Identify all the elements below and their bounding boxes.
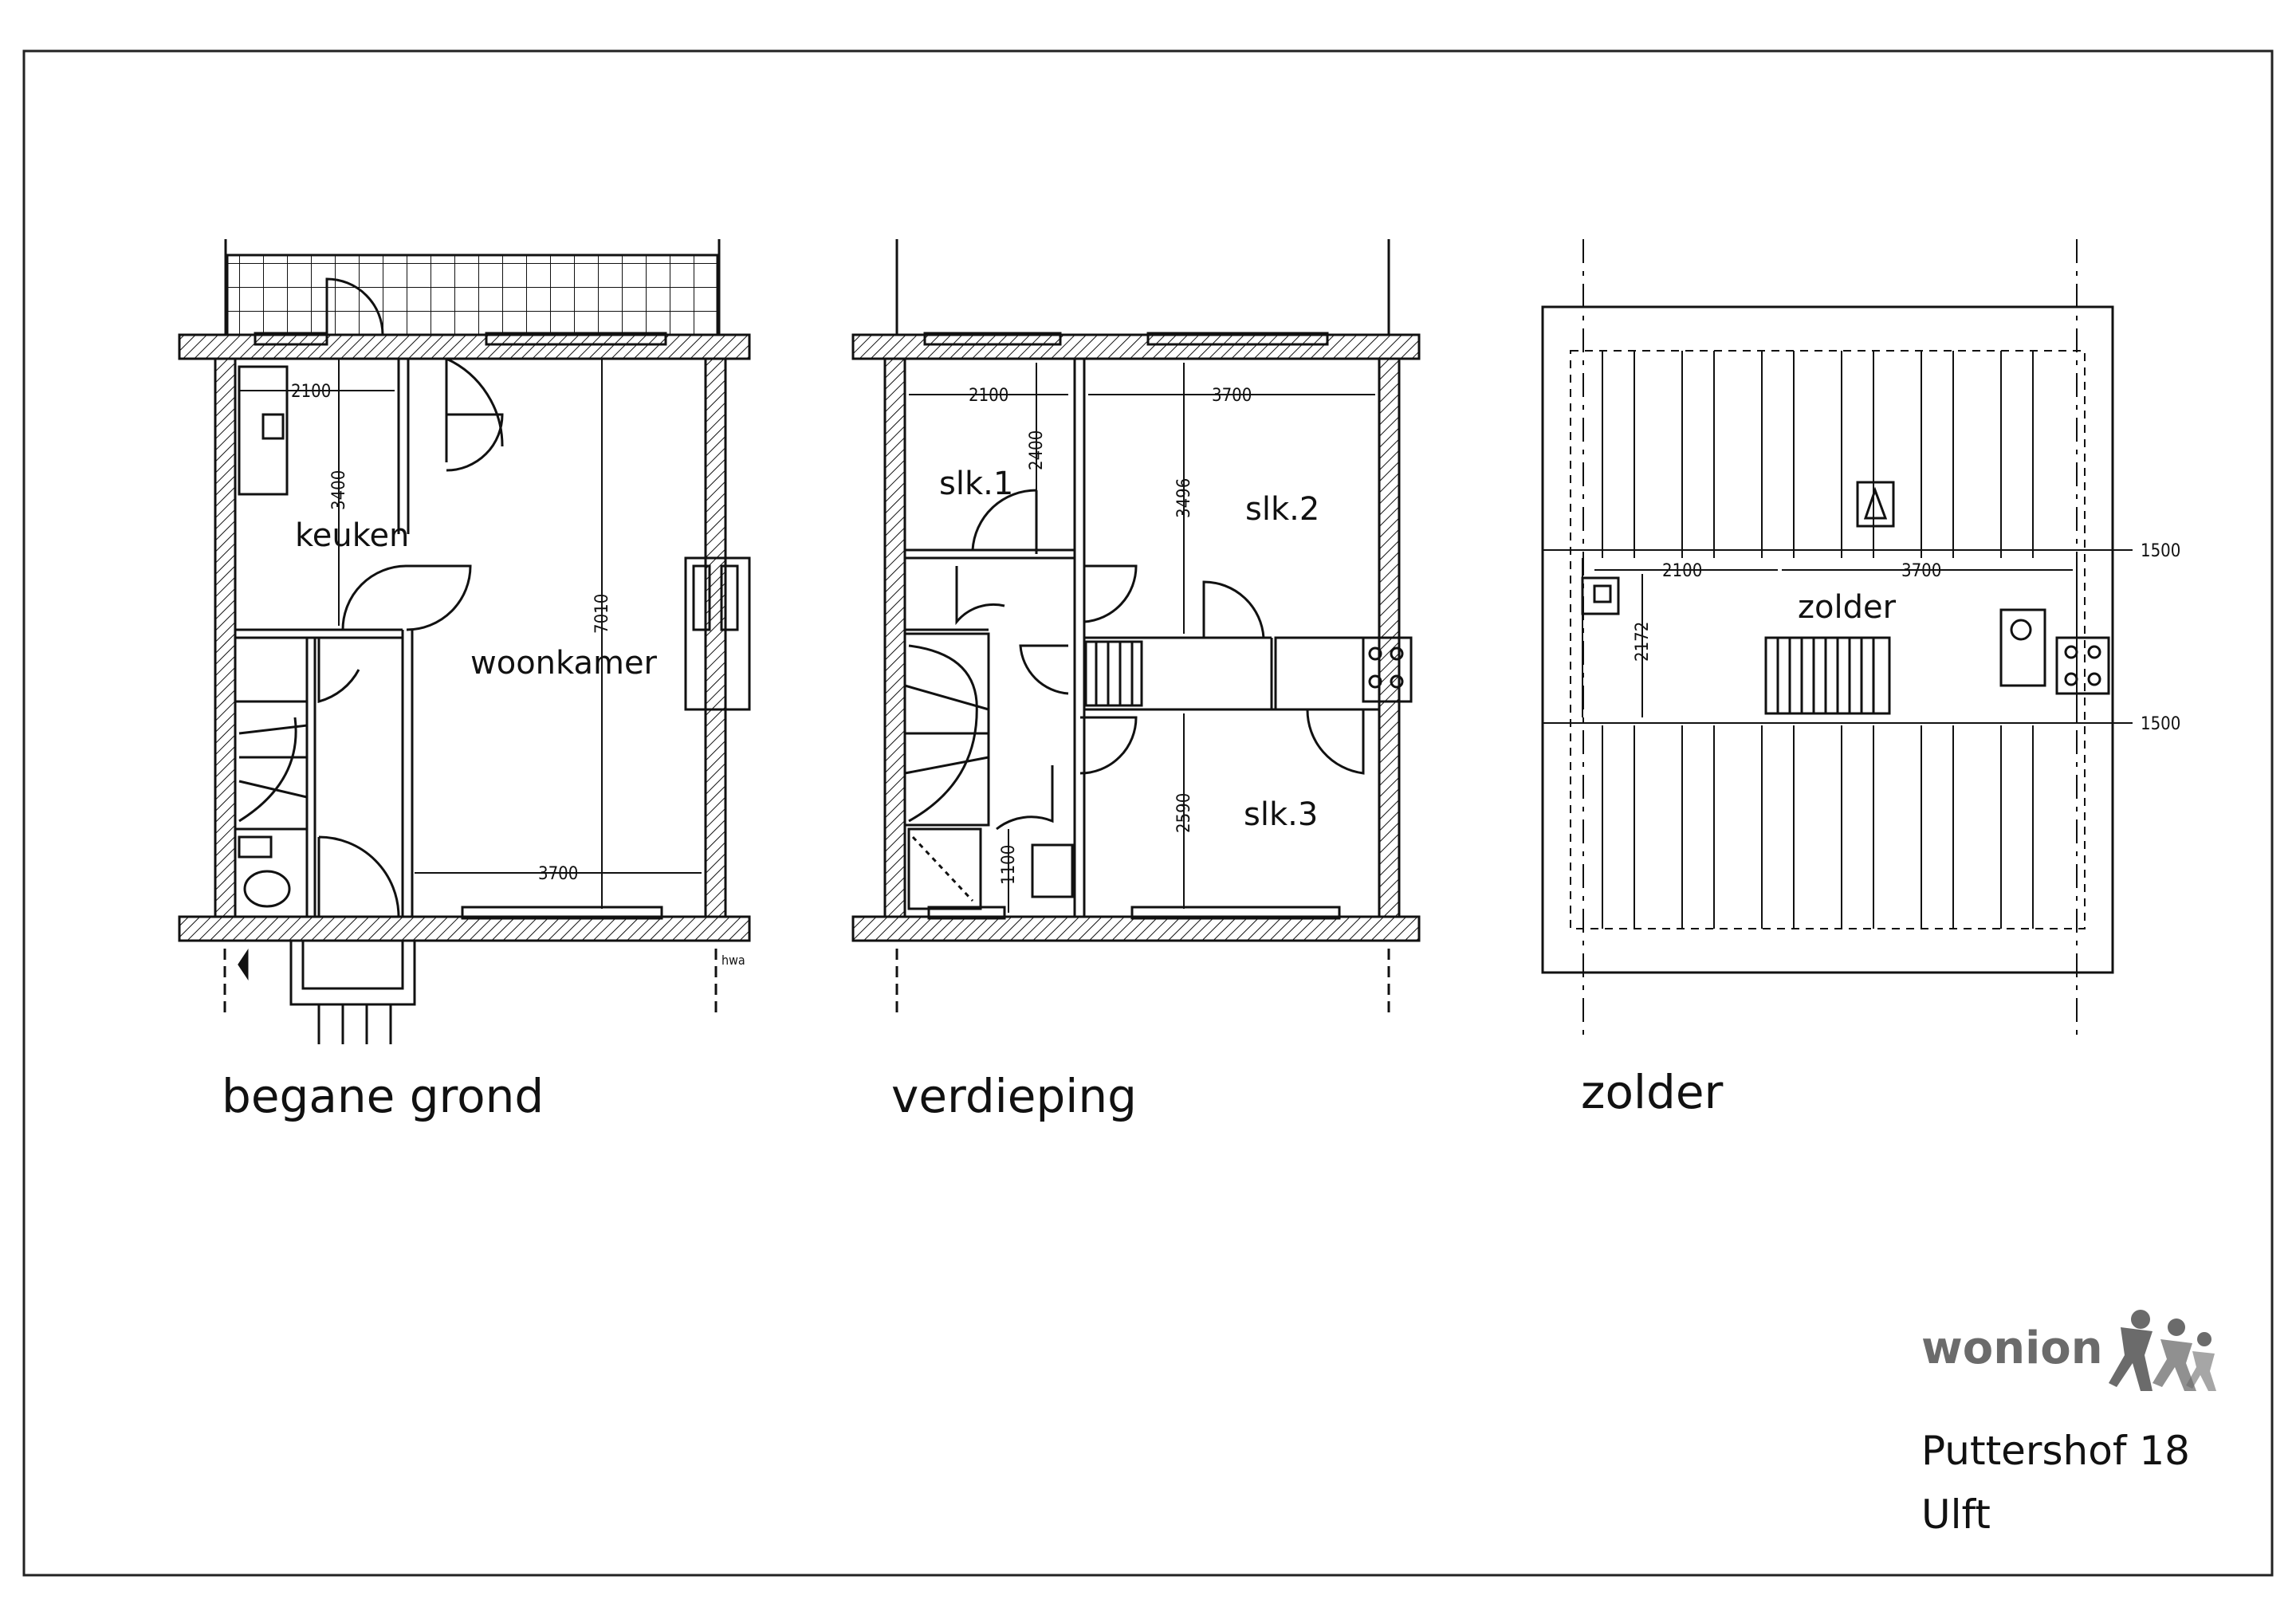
- room-label: slk.3: [1244, 796, 1318, 833]
- room-label: keuken: [295, 517, 409, 554]
- rafters-lower: [1602, 725, 2034, 929]
- address-street: Puttershof 18: [1921, 1428, 2190, 1474]
- dimension-label: 3700: [1212, 386, 1252, 406]
- wall-rear: [178, 333, 751, 360]
- brand-name: wonion: [1921, 1322, 2103, 1374]
- address-city: Ulft: [1921, 1491, 1991, 1538]
- wall-front: [851, 915, 1421, 942]
- kitchen-counter: [238, 365, 289, 496]
- plan-begane-grond: [178, 239, 751, 1044]
- dimension-label: 2100: [291, 382, 331, 402]
- dimension-label: 3700: [538, 864, 578, 884]
- plan-verdieping-text: slk.1 slk.2 slk.3 2100 3700 2400 3496 25…: [891, 386, 1319, 1123]
- dimension-label: 3400: [329, 470, 349, 510]
- wall-right: [704, 357, 727, 918]
- dimension-label: 3700: [1901, 561, 1941, 581]
- plan-caption: zolder: [1581, 1065, 1724, 1119]
- terrace-tiles: [226, 253, 719, 336]
- room-label: slk.2: [1245, 491, 1319, 528]
- stairs-upper: [903, 632, 990, 827]
- stairs-ground: [234, 700, 309, 831]
- room-label: woonkamer: [470, 645, 658, 682]
- plan-zolder: [1541, 239, 2133, 1036]
- brand-logo: wonion: [1921, 1310, 2216, 1391]
- dimension-label: 2172: [1633, 622, 1653, 662]
- wall-rear: [851, 333, 1421, 360]
- dimension-label: 1500: [2141, 541, 2180, 561]
- dimension-label: 2400: [1027, 430, 1047, 470]
- stair-opening: [1764, 636, 1891, 715]
- wall-left: [883, 357, 906, 918]
- plan-verdieping: [851, 239, 1421, 1012]
- roof-outline: [1541, 305, 2114, 974]
- plan-caption: begane grond: [222, 1069, 544, 1123]
- wall-left: [214, 357, 237, 918]
- room-label: slk.1: [939, 466, 1013, 502]
- plan-caption: verdieping: [891, 1069, 1137, 1123]
- dimension-label: 2100: [969, 386, 1008, 406]
- note-label: hwa: [721, 953, 745, 968]
- dimension-label: 1500: [2141, 714, 2180, 734]
- wall-front: [178, 915, 751, 942]
- dimension-label: 3496: [1174, 478, 1194, 518]
- plan-begane-grond-text: keuken woonkamer 2100 3400 7010 3700 hwa…: [222, 382, 745, 1123]
- brand-figures-icon: [2109, 1310, 2216, 1391]
- room-label: zolder: [1798, 589, 1897, 626]
- dimension-label: 2100: [1662, 561, 1702, 581]
- rafters-upper: [1602, 351, 2034, 558]
- dimension-label: 1100: [999, 845, 1019, 885]
- dimension-label: 2590: [1174, 793, 1194, 833]
- dimension-label: 7010: [592, 594, 612, 634]
- sheet-frame: [22, 49, 2274, 1577]
- plan-zolder-text: zolder 2100 3700 2172 1500 1500 zolder: [1581, 541, 2180, 1119]
